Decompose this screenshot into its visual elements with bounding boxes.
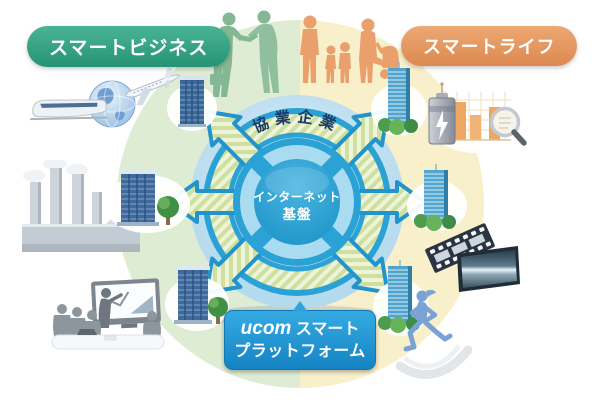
jogging-woman-icon <box>396 289 472 379</box>
factory-icon <box>22 160 140 252</box>
platform-line1-suffix: スマート <box>295 321 360 338</box>
airplane-icon <box>125 67 181 106</box>
meeting-presentation-icon <box>51 278 165 350</box>
family-silhouette-icon <box>300 15 402 83</box>
platform-hub: 協業企業 インターネット 基盤 <box>167 95 427 327</box>
runner-figure <box>403 289 453 352</box>
residential-tower-icon <box>371 62 427 136</box>
office-building-tree-2-icon <box>165 266 229 331</box>
bullet-train-icon <box>30 99 108 121</box>
badge-pointer-tail <box>292 301 308 312</box>
tv-screen-icon <box>457 246 520 292</box>
office-building-tree-icon <box>104 170 190 233</box>
battery-icon <box>428 82 456 145</box>
energy-monitor-cluster <box>428 82 527 153</box>
ucom-brand-logo: ucom <box>240 318 292 339</box>
ucom-platform-badge: ucom スマート プラットフォーム <box>224 301 376 371</box>
internet-base-line2: 基盤 <box>283 206 312 222</box>
transport-cluster <box>30 67 181 128</box>
platform-line1: ucom スマート <box>229 317 371 342</box>
office-building-icon <box>167 76 217 131</box>
smart-life-badge: スマートライフ <box>401 26 578 66</box>
hub-core-circle <box>254 159 340 245</box>
seated-attendees <box>53 304 161 338</box>
magnifier-icon <box>489 106 527 146</box>
presenter-silhouette <box>98 288 123 328</box>
platform-line2: プラットフォーム <box>234 342 366 360</box>
residential-tower-green-2-icon <box>373 260 429 336</box>
residential-tower-green-icon <box>407 164 467 231</box>
film-strip-icon <box>425 223 495 273</box>
smart-business-badge: スマートビジネス <box>27 26 231 67</box>
internet-base-line1: インターネット <box>253 190 341 204</box>
